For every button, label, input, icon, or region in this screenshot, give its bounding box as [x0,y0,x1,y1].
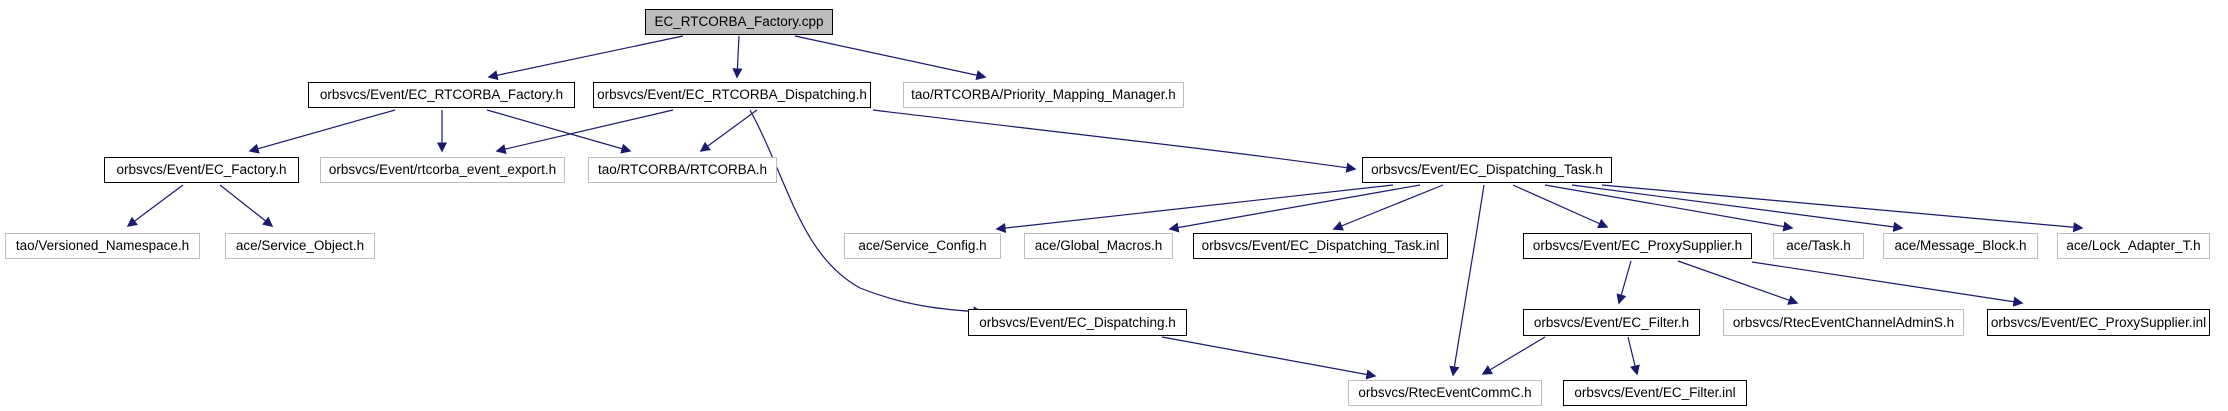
node-global-macros-h: ace/Global_Macros.h [1024,233,1173,259]
node-rtcorba-event-export-h: orbsvcs/Event/rtcorba_event_export.h [320,157,565,183]
node-ec-rtcorba-factory-cpp: EC_RTCORBA_Factory.cpp [645,9,833,35]
node-versioned-namespace-h: tao/Versioned_Namespace.h [5,233,200,259]
edge-ec-rtcorba-dispatching-h--rtcorba-h [699,109,758,152]
node-ec-rtcorba-factory-h[interactable]: orbsvcs/Event/EC_RTCORBA_Factory.h [308,82,575,108]
node-service-config-h: ace/Service_Config.h [844,233,1001,259]
edge-ec-factory-h--versioned-namespace-h [126,184,184,227]
edge-ec-factory-h--service-object-h [219,184,274,227]
edge-ec-rtcorba-factory-h--ec-factory-h [248,109,396,154]
edge-ec-rtcorba-dispatching-h--rtcorba-event-export-h [495,109,674,154]
edge-ec-proxysupplier-h--rteceventchanneladmins-h [1677,260,1799,305]
edge-ec-dispatching-task-h--service-config-h [995,184,1394,234]
node-ec-filter-h[interactable]: orbsvcs/Event/EC_Filter.h [1523,309,1700,336]
edge-ec-filter-h--rteceventcommc-h [1481,336,1546,375]
edge-ec-filter-h--ec-filter-inl [1627,336,1640,376]
edge-ec-rtcorba-factory-cpp--ec-rtcorba-dispatching-h [732,35,743,79]
node-priority-mapping-manager-h: tao/RTCORBA/Priority_Mapping_Manager.h [903,82,1184,108]
node-ec-dispatching-task-h[interactable]: orbsvcs/Event/EC_Dispatching_Task.h [1362,157,1612,183]
edge-ec-rtcorba-factory-cpp--priority-mapping-manager-h [794,35,987,81]
edge-ec-dispatching-h--rteceventcommc-h [1161,336,1377,380]
node-rteceventcommc-h: orbsvcs/RtecEventCommC.h [1348,380,1542,406]
node-task-h: ace/Task.h [1773,233,1864,259]
edge-ec-proxysupplier-h--ec-proxysupplier-inl [1751,261,2024,307]
edge-ec-dispatching-task-h--ec-proxysupplier-h [1512,184,1609,229]
edge-ec-rtcorba-dispatching-h--ec-dispatching-h [749,109,984,317]
edge-ec-dispatching-task-h--rteceventcommc-h [1449,184,1485,377]
node-ec-factory-h[interactable]: orbsvcs/Event/EC_Factory.h [104,157,299,183]
node-ec-rtcorba-dispatching-h[interactable]: orbsvcs/Event/EC_RTCORBA_Dispatching.h [593,82,871,108]
edge-ec-dispatching-task-h--ec-dispatching-task-inl [1332,184,1444,231]
node-ec-dispatching-h[interactable]: orbsvcs/Event/EC_Dispatching.h [968,309,1187,336]
node-service-object-h: ace/Service_Object.h [225,233,375,259]
node-ec-proxysupplier-h[interactable]: orbsvcs/Event/EC_ProxySupplier.h [1523,233,1752,259]
edge-ec-dispatching-task-h--global-macros-h [1168,184,1421,233]
node-rteceventchanneladmins-h: orbsvcs/RtecEventChannelAdminS.h [1723,309,1964,336]
edge-ec-dispatching-task-h--task-h [1544,184,1794,232]
edge-ec-dispatching-task-h--message-block-h [1571,184,1904,232]
edge-ec-rtcorba-factory-cpp--ec-rtcorba-factory-h [487,35,684,81]
edge-ec-rtcorba-dispatching-h--ec-dispatching-task-h [872,109,1357,173]
node-lock-adapter-t-h: ace/Lock_Adapter_T.h [2057,233,2210,259]
edge-ec-dispatching-task-h--lock-adapter-t-h [1601,184,2084,233]
node-message-block-h: ace/Message_Block.h [1883,233,2038,259]
edge-ec-proxysupplier-h--ec-filter-h [1616,260,1632,305]
node-ec-dispatching-task-inl[interactable]: orbsvcs/Event/EC_Dispatching_Task.inl [1193,233,1448,259]
node-ec-proxysupplier-inl[interactable]: orbsvcs/Event/EC_ProxySupplier.inl [1987,309,2210,336]
node-ec-filter-inl[interactable]: orbsvcs/Event/EC_Filter.inl [1563,380,1747,406]
edge-ec-rtcorba-factory-h--rtcorba-h [486,109,632,154]
node-rtcorba-h: tao/RTCORBA/RTCORBA.h [588,157,777,183]
